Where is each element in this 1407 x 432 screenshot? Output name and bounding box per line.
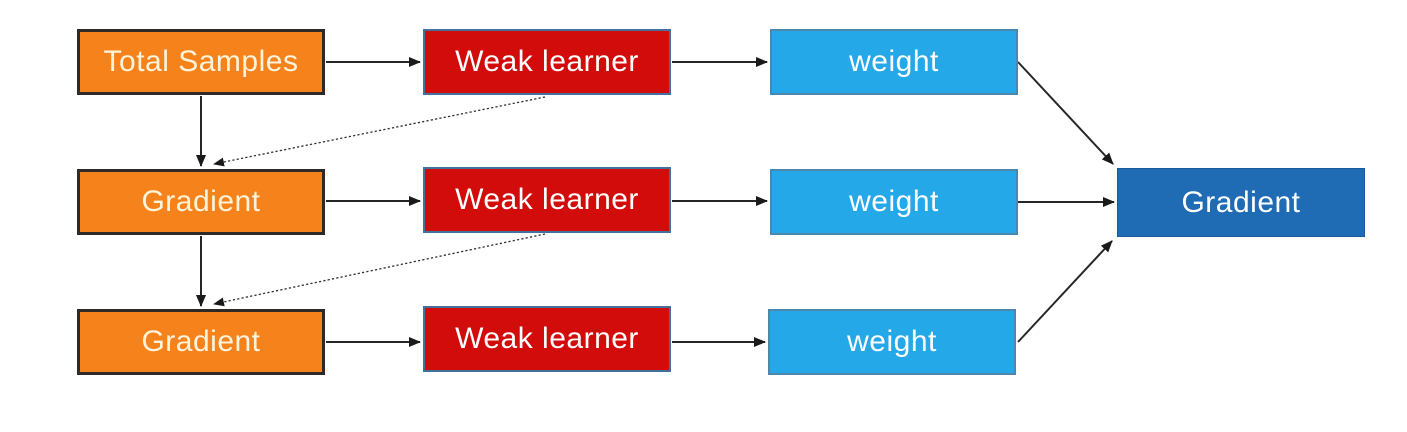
node-weak-learner-2: Weak learner [423,167,671,233]
node-weight-2: weight [770,169,1018,235]
node-weak-learner-2-label: Weak learner [455,183,639,216]
node-weight-3-label: weight [847,325,937,358]
node-total-samples: Total Samples [77,29,325,95]
node-weak-learner-1-label: Weak learner [455,45,639,78]
node-weak-learner-3-label: Weak learner [455,322,639,355]
node-gradient-3-label: Gradient [141,325,261,358]
arrow-weight1-to-final [1017,61,1114,165]
node-gradient-2: Gradient [77,169,325,235]
arrow-weight3-to-final [1017,240,1113,343]
node-gradient-final: Gradient [1117,168,1365,237]
node-weak-learner-1: Weak learner [423,29,671,95]
node-weight-3: weight [768,309,1016,375]
node-gradient-2-label: Gradient [141,185,261,218]
node-weak-learner-3: Weak learner [423,306,671,372]
node-gradient-final-label: Gradient [1181,185,1301,219]
node-gradient-3: Gradient [77,309,325,375]
node-weight-1-label: weight [849,45,939,78]
dotted-arrow-weak2-to-grad3 [213,233,546,307]
node-weight-2-label: weight [849,185,939,218]
node-weight-1: weight [770,29,1018,95]
node-total-samples-label: Total Samples [103,45,299,78]
dotted-arrow-weak1-to-grad2 [213,96,546,167]
